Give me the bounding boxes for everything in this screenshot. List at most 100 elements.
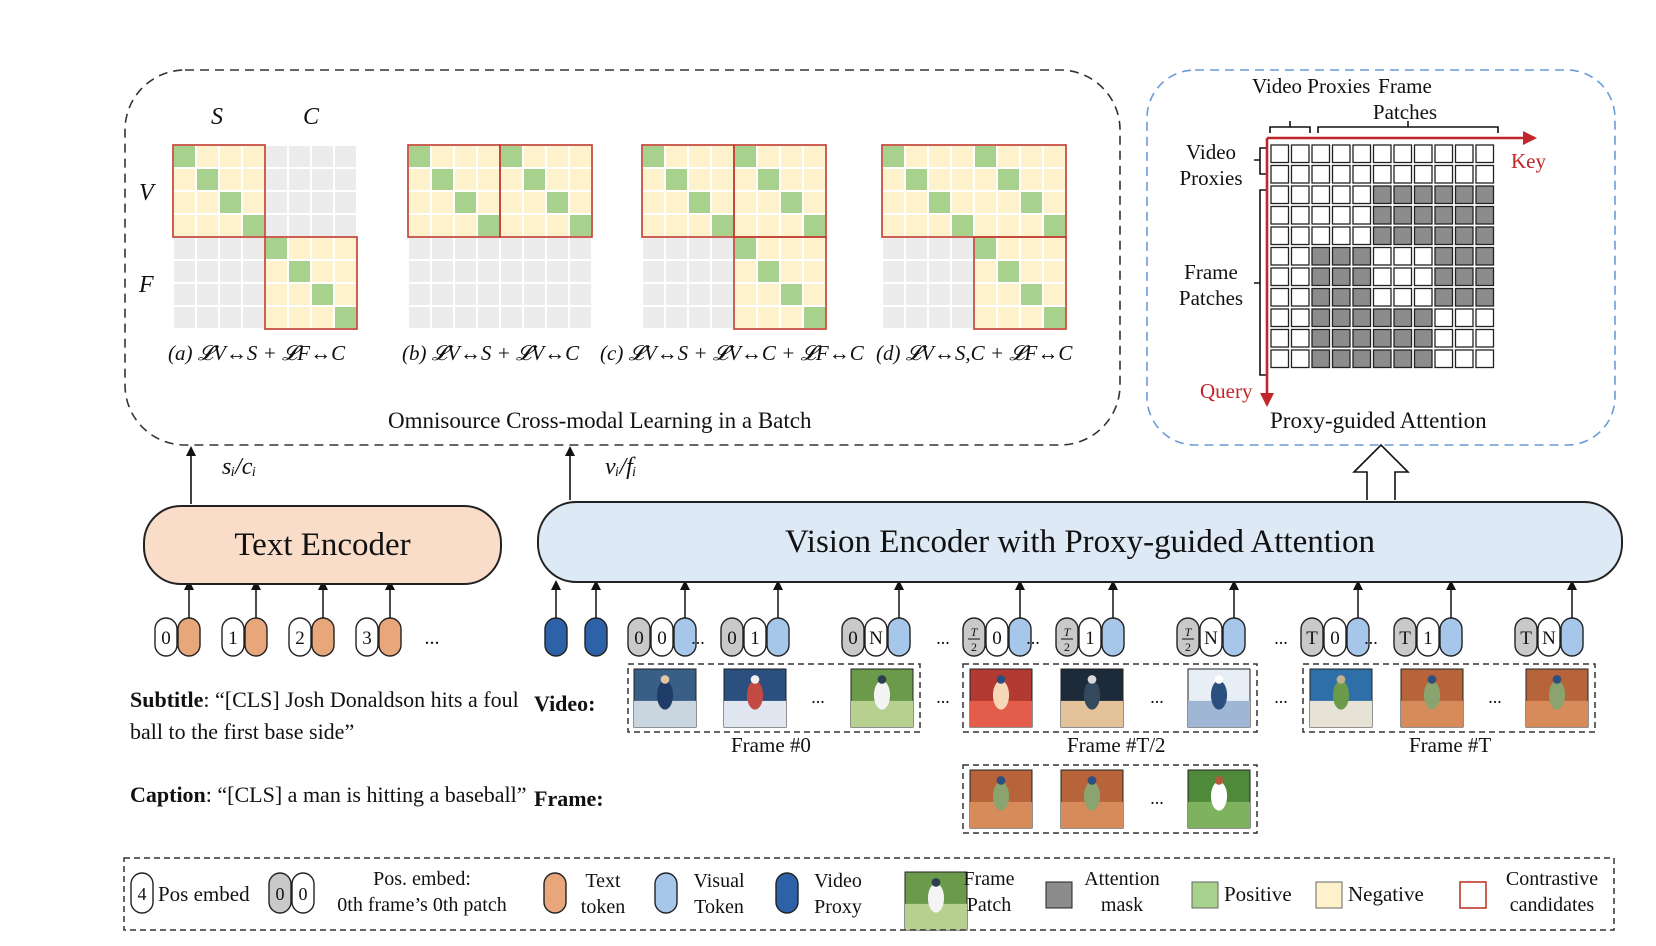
positive-cell — [712, 215, 733, 236]
negative-cell — [432, 215, 453, 236]
inactive-cell — [524, 261, 545, 282]
caption-text: : “[CLS] a man is hitting a baseball” — [205, 782, 527, 807]
video-row-label: Video: — [534, 691, 596, 716]
negative-cell — [781, 238, 802, 259]
inactive-cell — [952, 307, 973, 328]
image-figure — [1548, 680, 1566, 710]
inactive-cell — [712, 261, 733, 282]
open-cell — [1393, 287, 1413, 307]
negative-cell — [524, 215, 545, 236]
legend-frame-pos-number: 0 — [276, 884, 285, 904]
masked-cell — [1434, 267, 1454, 287]
open-cell — [1413, 144, 1433, 164]
masked-cell — [1393, 185, 1413, 205]
negative-cell — [1044, 261, 1065, 282]
ellipsis: ... — [811, 687, 825, 707]
open-cell — [1270, 164, 1290, 184]
image-figure — [873, 680, 891, 710]
negative-cell — [197, 215, 218, 236]
open-cell — [1290, 226, 1310, 246]
masked-cell — [1454, 287, 1474, 307]
open-cell — [1290, 349, 1310, 369]
inactive-cell — [952, 261, 973, 282]
legend-pos-embed-2-line2: 0th frame’s 0th patch — [337, 894, 507, 916]
negative-cell — [197, 192, 218, 213]
positive-cell — [174, 146, 195, 167]
masked-cell — [1393, 205, 1413, 225]
visual-token — [1560, 617, 1584, 657]
negative-cell — [409, 169, 430, 190]
negative-cell — [643, 169, 664, 190]
subfigure-d-caption: (d) 𝓛V↔S,C + 𝓛F↔C — [876, 341, 1072, 366]
frame-pos-embed-token — [720, 617, 744, 657]
negative-cell — [501, 192, 522, 213]
inactive-cell — [929, 261, 950, 282]
positive-cell — [547, 192, 568, 213]
subtitle-label: Subtitle — [130, 687, 204, 712]
open-cell — [1413, 267, 1433, 287]
omnisource-caption: Omnisource Cross-modal Learning in a Bat… — [388, 408, 812, 433]
negative-cell — [409, 192, 430, 213]
image-figure-head — [750, 675, 760, 684]
open-cell — [1393, 144, 1413, 164]
matrix-c — [641, 144, 827, 330]
inactive-cell — [712, 307, 733, 328]
token-patch-number: 1 — [750, 628, 760, 649]
visual-token — [1101, 617, 1125, 657]
legend-frame-patch: Frame Patch — [963, 868, 1015, 916]
masked-cell — [1331, 287, 1351, 307]
negative-cell — [998, 146, 1019, 167]
inactive-cell — [335, 192, 356, 213]
token-patch-number: 0 — [657, 628, 667, 649]
inactive-cell — [570, 261, 591, 282]
inactive-cell — [689, 238, 710, 259]
negative-cell — [409, 215, 430, 236]
negative-cell — [524, 192, 545, 213]
patch-pos-embed-token — [650, 617, 674, 657]
masked-cell — [1331, 328, 1351, 348]
patch-pos-embed-token — [743, 617, 767, 657]
inactive-cell — [174, 238, 195, 259]
open-cell — [1413, 287, 1433, 307]
video-proxy-token — [544, 617, 568, 657]
visual-token — [887, 617, 911, 657]
frame-group-box — [962, 764, 1258, 834]
legend-pos-embed: Pos embed — [158, 882, 250, 906]
open-cell — [1290, 328, 1310, 348]
subfigure-c-formula: 𝓛V↔S + 𝓛V↔C + 𝓛F↔C — [628, 341, 864, 365]
masked-cell — [1393, 349, 1413, 369]
inactive-cell — [524, 238, 545, 259]
legend-negative-icon — [1315, 881, 1343, 909]
negative-cell — [174, 215, 195, 236]
inactive-cell — [547, 261, 568, 282]
token-patch-number: 0 — [1330, 628, 1340, 649]
negative-cell — [735, 284, 756, 305]
negative-cell — [975, 192, 996, 213]
inactive-cell — [289, 169, 310, 190]
inactive-cell — [643, 307, 664, 328]
negative-cell — [735, 192, 756, 213]
token-patch-number: N — [1542, 628, 1556, 649]
masked-cell — [1372, 328, 1392, 348]
token-frame-number: T — [1185, 625, 1193, 639]
open-cell — [1372, 144, 1392, 164]
legend-video-proxy-icon — [775, 872, 799, 914]
negative-cell — [906, 192, 927, 213]
negative-cell — [478, 169, 499, 190]
negative-cell — [781, 215, 802, 236]
frame-patch-image — [1309, 668, 1373, 728]
negative-cell — [735, 307, 756, 328]
column-label-c: C — [303, 104, 320, 130]
image-figure-head — [1087, 675, 1097, 684]
negative-cell — [266, 284, 287, 305]
inactive-cell — [455, 307, 476, 328]
positive-cell — [666, 169, 687, 190]
inactive-cell — [712, 284, 733, 305]
open-cell — [1454, 328, 1474, 348]
frame-pos-embed-token — [962, 617, 986, 657]
image-figure-head — [1336, 675, 1346, 684]
negative-cell — [929, 169, 950, 190]
negative-cell — [1021, 307, 1042, 328]
inactive-cell — [335, 146, 356, 167]
inactive-cell — [432, 238, 453, 259]
